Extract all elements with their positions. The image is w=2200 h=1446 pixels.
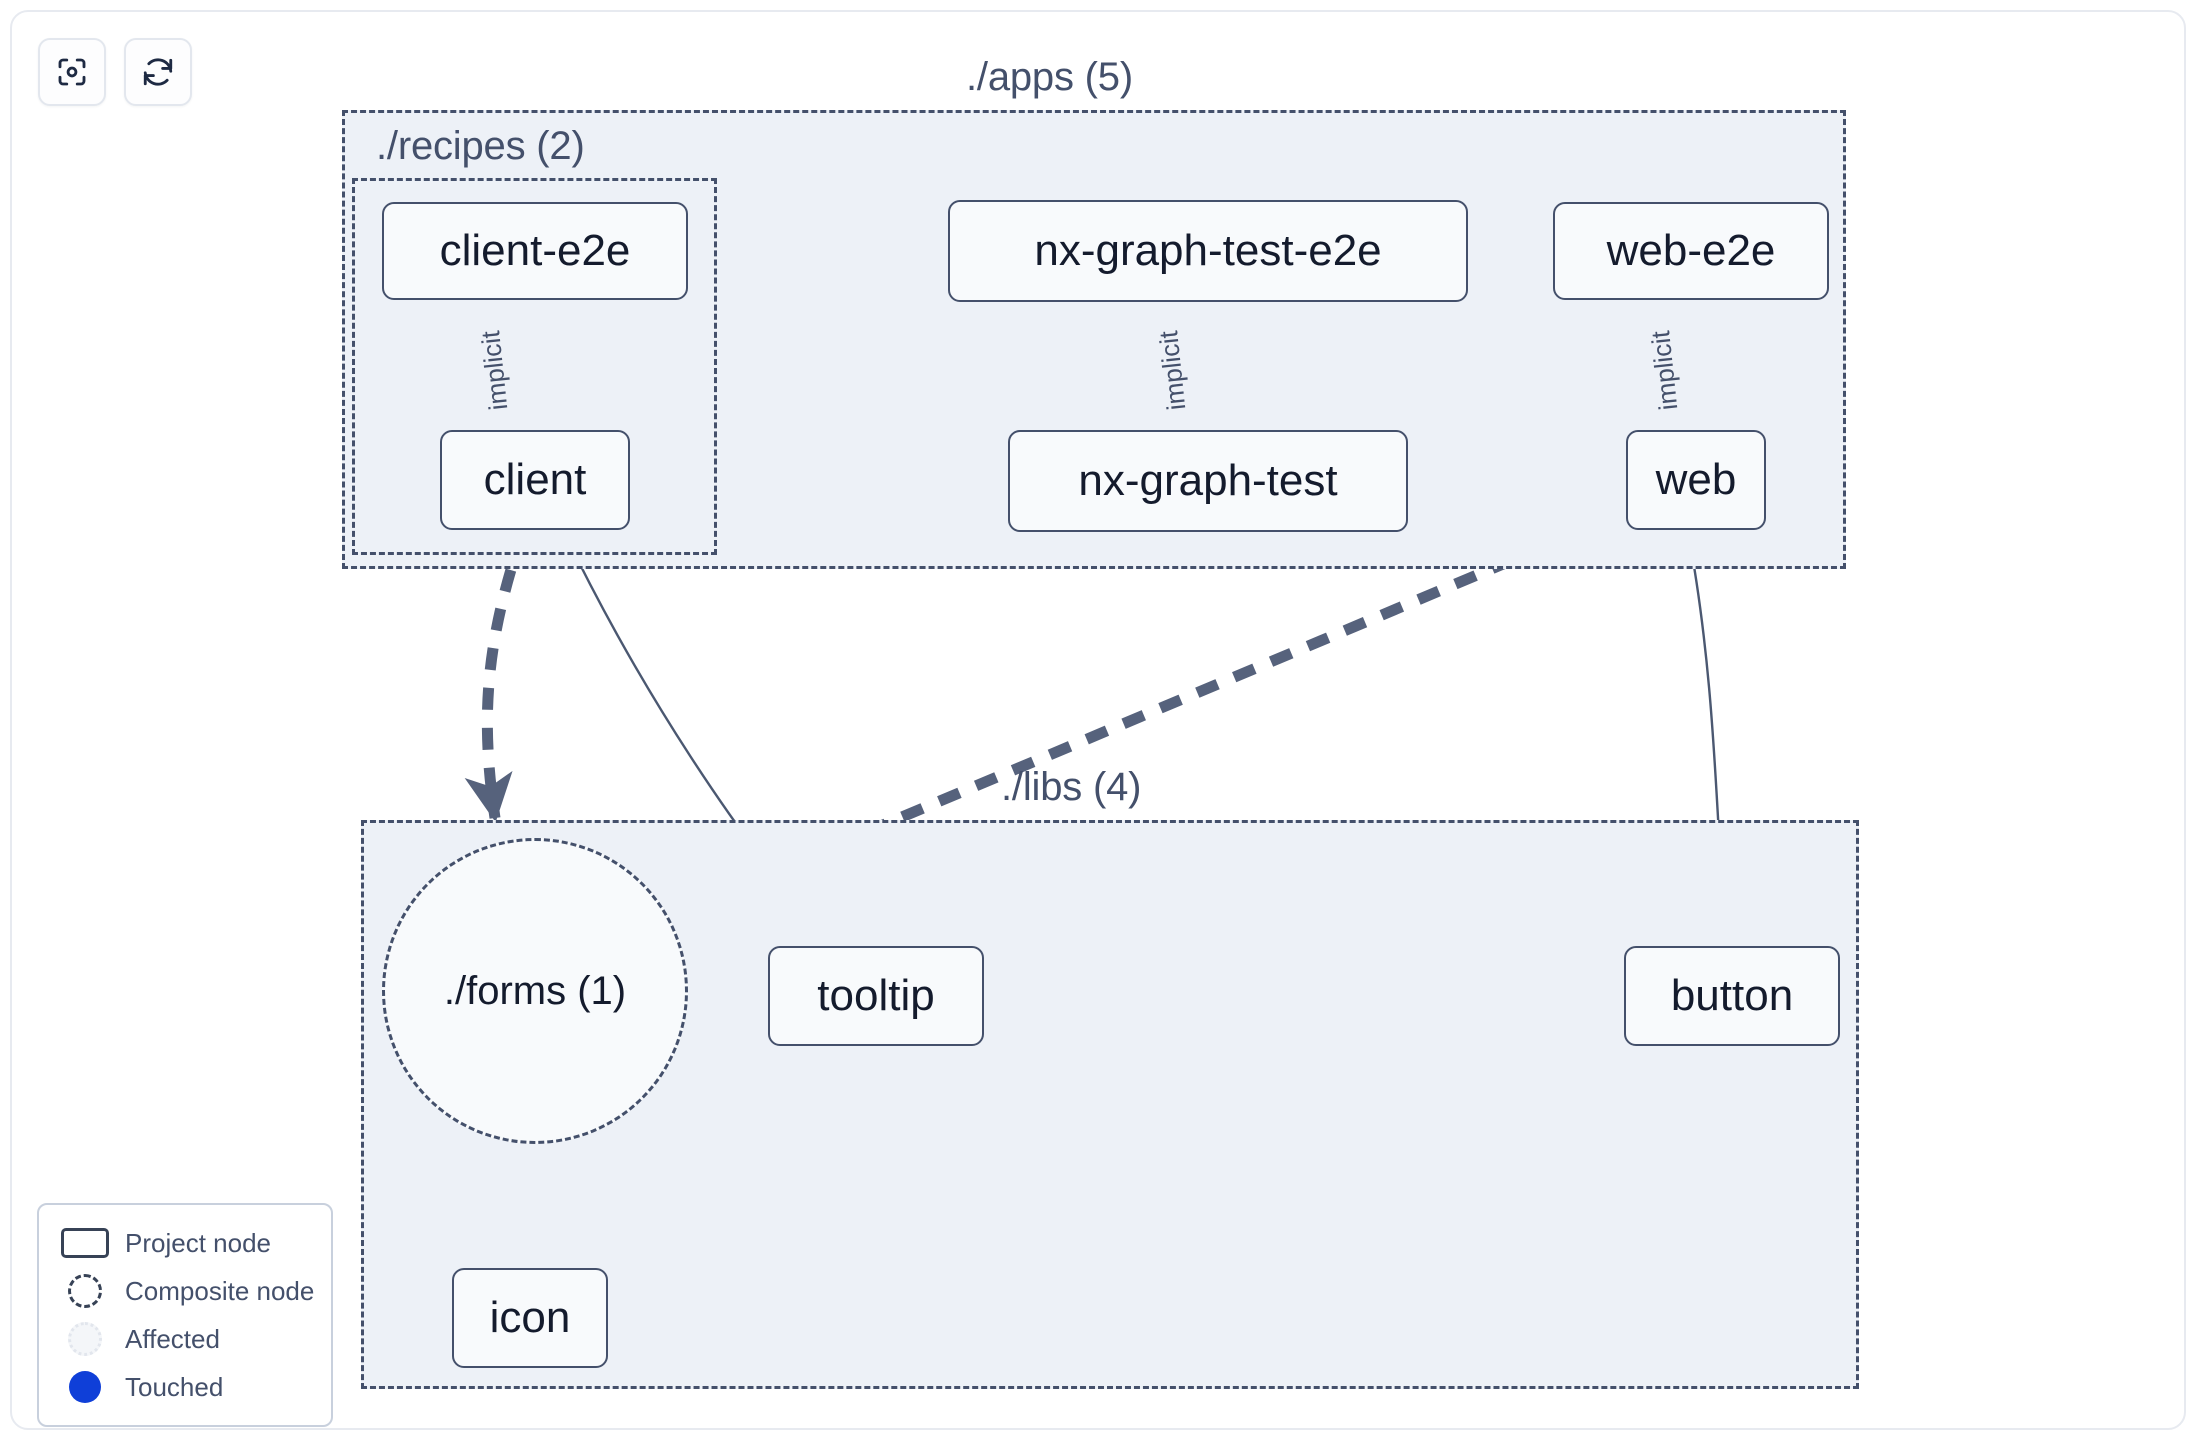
affected-swatch — [57, 1322, 113, 1356]
project-node-tooltip[interactable]: tooltip — [768, 946, 984, 1046]
touched-swatch — [57, 1371, 113, 1403]
project-node-web[interactable]: web — [1626, 430, 1766, 530]
project-node-web-e2e[interactable]: web-e2e — [1553, 202, 1829, 300]
legend-label-touched: Touched — [125, 1371, 224, 1402]
project-node-swatch — [57, 1228, 113, 1258]
legend-item-touched: Touched — [57, 1363, 313, 1411]
legend-item-project-node: Project node — [57, 1219, 313, 1267]
focus-graph-button[interactable] — [38, 38, 106, 106]
graph-legend: Project node Composite node Affected Tou… — [37, 1203, 333, 1427]
project-node-icon[interactable]: icon — [452, 1268, 608, 1368]
project-node-client[interactable]: client — [440, 430, 630, 530]
legend-label-composite-node: Composite node — [125, 1275, 315, 1306]
project-node-button[interactable]: button — [1624, 946, 1840, 1046]
project-node-nx-graph-test[interactable]: nx-graph-test — [1008, 430, 1408, 532]
composite-node-forms[interactable]: ./forms (1) — [382, 838, 688, 1144]
composite-node-swatch — [57, 1274, 113, 1308]
legend-item-affected: Affected — [57, 1315, 313, 1363]
refresh-icon — [140, 54, 176, 90]
focus-target-icon — [54, 54, 90, 90]
legend-label-project-node: Project node — [125, 1227, 271, 1258]
graph-toolbar — [38, 38, 192, 106]
group-container-recipes[interactable] — [352, 178, 717, 555]
project-node-nx-graph-test-e2e[interactable]: nx-graph-test-e2e — [948, 200, 1468, 302]
group-label-recipes: ./recipes (2) — [376, 124, 585, 168]
group-label-apps: ./apps (5) — [966, 55, 1133, 99]
legend-label-affected: Affected — [125, 1323, 220, 1354]
refresh-graph-button[interactable] — [124, 38, 192, 106]
group-label-libs: ./libs (4) — [1001, 765, 1142, 809]
project-node-client-e2e[interactable]: client-e2e — [382, 202, 688, 300]
legend-item-composite-node: Composite node — [57, 1267, 315, 1315]
